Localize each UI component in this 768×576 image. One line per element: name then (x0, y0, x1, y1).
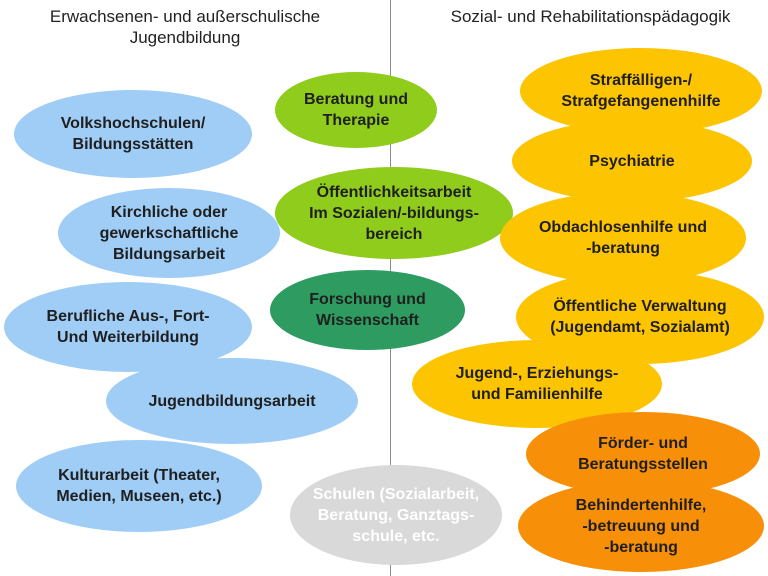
left-jugendbildungsarbeit: Jugendbildungsarbeit (106, 358, 358, 444)
center-oeffentlichkeitsarbeit: Öffentlichkeitsarbeit Im Sozialen/-bildu… (275, 167, 513, 259)
right-behindertenhilfe: Behindertenhilfe, -betreuung und -beratu… (518, 480, 764, 572)
header-right: Sozial- und Rehabilitationspädagogik (450, 7, 731, 26)
right-obdachlosenhilfe: Obdachlosenhilfe und -beratung (500, 192, 746, 284)
right-psychiatrie: Psychiatrie (512, 120, 752, 202)
center-schulen: Schulen (Sozialarbeit, Beratung, Ganztag… (290, 465, 502, 565)
right-straffaelligenhilfe: Straffälligen-/ Strafgefangenenhilfe (520, 48, 762, 134)
center-forschung-wissenschaft: Forschung und Wissenschaft (270, 270, 465, 350)
left-volkshochschulen: Volkshochschulen/ Bildungsstätten (14, 90, 252, 178)
header-left: Erwachsenen- und außerschulische Jugendb… (49, 7, 321, 47)
right-foerder-beratungsstellen: Förder- und Beratungsstellen (526, 412, 760, 496)
right-jugend-familienhilfe: Jugend-, Erziehungs- und Familienhilfe (412, 340, 662, 428)
center-beratung-therapie: Beratung und Therapie (275, 72, 437, 148)
left-berufliche-ausbildung: Berufliche Aus-, Fort- Und Weiterbildung (4, 282, 252, 372)
left-kulturarbeit: Kulturarbeit (Theater, Medien, Museen, e… (16, 440, 262, 532)
left-kirchliche-bildungsarbeit: Kirchliche oder gewerkschaftliche Bildun… (58, 188, 280, 278)
